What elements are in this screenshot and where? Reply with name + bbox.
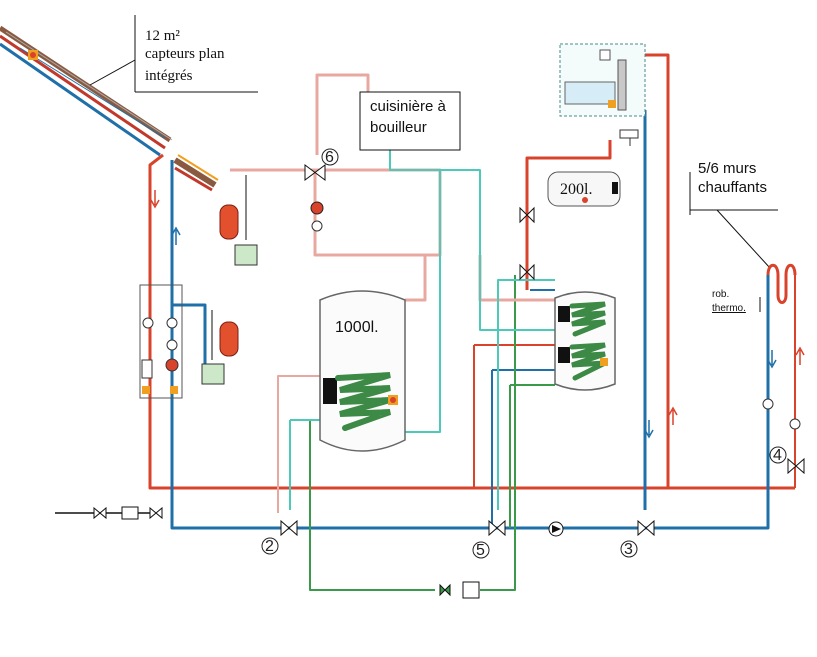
collectors-line2-label: intégrés: [145, 68, 193, 84]
thermo-valve-line1-label: rob.: [712, 289, 729, 300]
valve-6: 6: [304, 148, 339, 232]
stove-label: cuisinière à bouilleur: [359, 91, 461, 151]
walls-line1-label: 5/6 murs: [698, 160, 756, 177]
solar-collectors: [0, 25, 219, 192]
tank-200l: 200l.: [519, 171, 621, 281]
valve-2: 2: [261, 519, 298, 555]
tank-1000l-label: 1000l.: [335, 319, 379, 336]
valve-5: 5: [472, 519, 506, 559]
tank-200l-label: 200l.: [560, 181, 592, 198]
valve-2-number: 2: [265, 538, 274, 555]
expansion-vessel-1: [219, 175, 258, 266]
valve-3-number: 3: [624, 541, 633, 558]
heating-wall-coil: [766, 263, 797, 304]
tank-1000l: 1000l.: [319, 290, 406, 452]
walls-line2-label: chauffants: [698, 179, 767, 196]
circulator-pump: [548, 521, 564, 537]
valve-4: 4: [769, 446, 805, 475]
valve-3: 3: [620, 519, 655, 558]
pump-icon: [552, 525, 561, 533]
green-loop-valves: [439, 581, 480, 599]
valve-4-number: 4: [773, 447, 782, 464]
solar-pump-icon: [165, 358, 179, 372]
cold-water-inlet: [93, 506, 163, 520]
tank-double-coil: [554, 291, 616, 391]
flow-arrows: [150, 190, 805, 439]
solar-pump-group: [139, 284, 183, 399]
tank-1000l-coil: [335, 372, 392, 431]
collectors-label: 12 m² capteurs plan intégrés: [89, 15, 258, 93]
stove-line1-label: cuisinière à: [370, 98, 447, 115]
expansion-vessel-2: [201, 310, 239, 385]
collectors-line1-label: capteurs plan: [145, 46, 225, 62]
stove-line2-label: bouilleur: [370, 119, 427, 136]
bathroom-dhw: [559, 43, 646, 146]
valve-6-number: 6: [325, 149, 334, 166]
heating-walls: 5/6 murs chauffants rob. thermo.: [689, 160, 801, 430]
collectors-area-label: 12 m²: [145, 28, 180, 44]
valve-5-number: 5: [476, 542, 485, 559]
thermo-valve-line2-label: thermo.: [712, 303, 746, 314]
